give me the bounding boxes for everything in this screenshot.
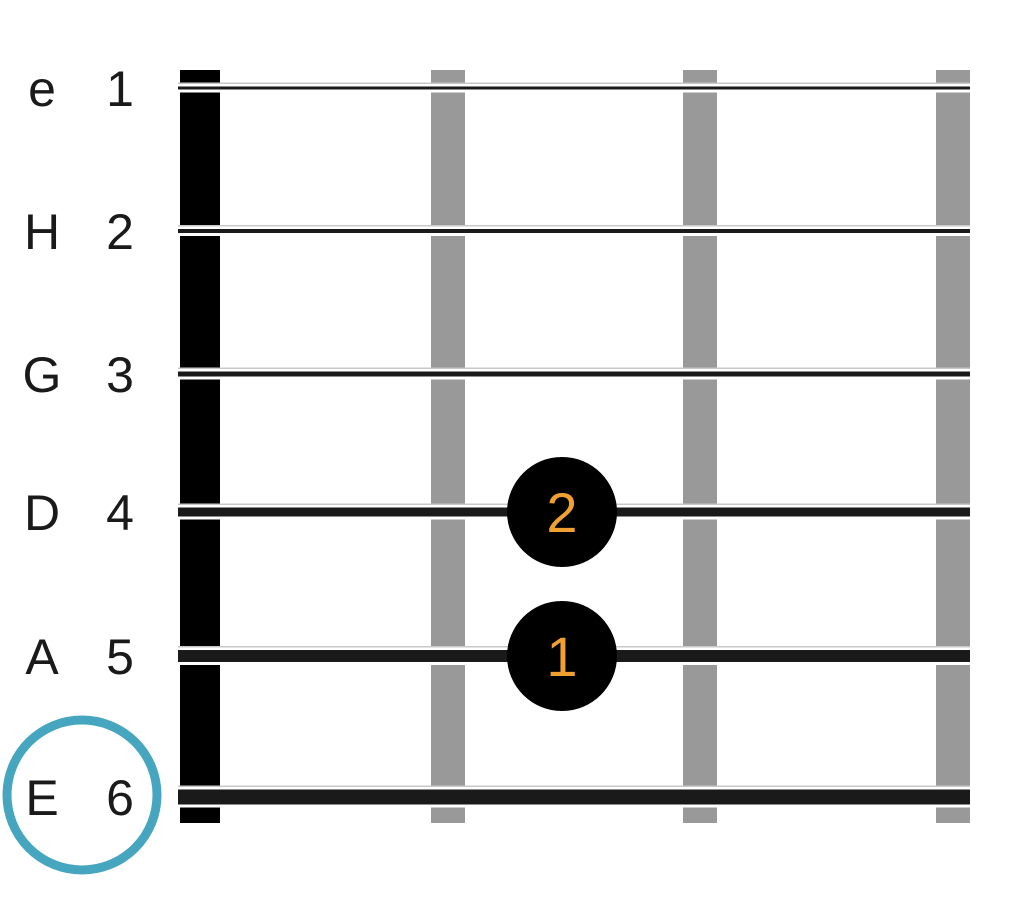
string-name-label: e [28, 61, 56, 117]
highlight-ring [2, 715, 162, 875]
string-number-label: 6 [106, 770, 134, 826]
finger-positions: 21 [507, 457, 617, 711]
string-number-label: 3 [106, 347, 134, 403]
finger-dot: 1 [507, 601, 617, 711]
string-name-label: A [25, 629, 59, 685]
fret-3 [936, 70, 970, 823]
finger-number: 2 [546, 481, 577, 544]
string-6 [178, 785, 970, 808]
string-number-label: 2 [106, 204, 134, 260]
string-name-label: G [23, 347, 62, 403]
string-name-label: D [24, 485, 60, 541]
fret-1 [431, 70, 465, 823]
fret-2 [683, 70, 717, 823]
nut-layer [180, 70, 220, 823]
finger-dot: 2 [507, 457, 617, 567]
string-number-label: 5 [106, 629, 134, 685]
string-name-label: H [24, 204, 60, 260]
string-number-label: 1 [106, 61, 134, 117]
string-1 [178, 82, 970, 93]
nut [180, 70, 220, 823]
highlight-layer [2, 715, 162, 875]
finger-number: 1 [546, 625, 577, 688]
frets-layer [431, 70, 970, 823]
string-3 [178, 367, 970, 380]
string-number-label: 4 [106, 485, 134, 541]
string-2 [178, 225, 970, 236]
string-name-label: E [25, 770, 58, 826]
